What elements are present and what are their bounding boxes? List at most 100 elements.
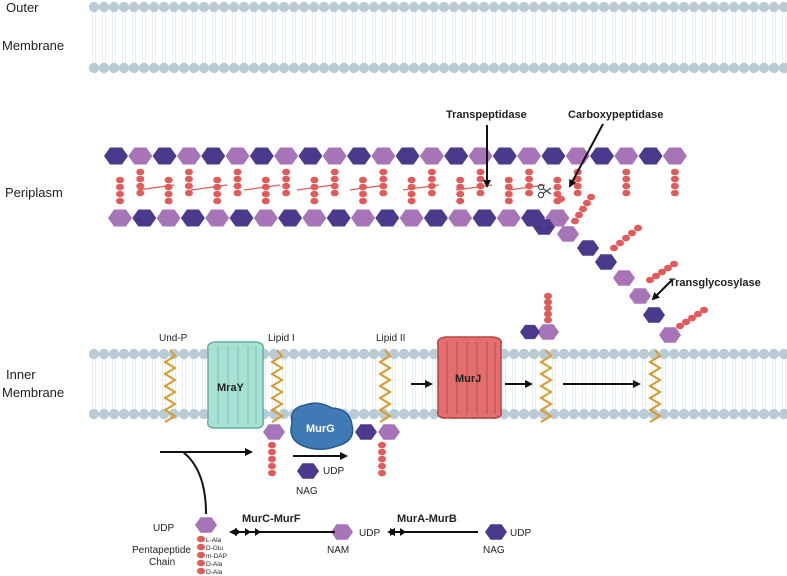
outer-membrane-lipid-head	[728, 62, 740, 74]
peptide-stem	[664, 264, 672, 272]
nam-sugar	[629, 288, 651, 304]
arrow-mura-murb-steps	[390, 528, 406, 536]
outer-membrane-lipid-head	[748, 62, 760, 74]
outer-membrane-lipid-head	[198, 62, 210, 74]
udp-label-murg: UDP	[323, 466, 344, 477]
outer-membrane-lipid-head	[348, 62, 360, 74]
outer-membrane-lipid-head	[258, 1, 270, 13]
residue-label-1: L-Ala	[206, 537, 222, 544]
outer-membrane-lipid-head	[318, 62, 330, 74]
nag-sugar	[326, 209, 351, 227]
inner-membrane-lipid-head	[138, 348, 150, 360]
outer-membrane-lipid-head	[188, 62, 200, 74]
peptide-stem	[116, 183, 124, 191]
branch-from-precursor	[182, 451, 207, 515]
outer-membrane-lipid-head	[468, 1, 480, 13]
outer-membrane-lipid-head	[238, 1, 250, 13]
inner-membrane-lipid-head	[628, 408, 640, 420]
nam-sugar	[351, 209, 375, 227]
inner-membrane-lipid-head	[98, 408, 110, 420]
outer-membrane-lipid-head	[608, 62, 620, 74]
outer-membrane-lipid-head	[678, 62, 690, 74]
peptide-stem	[233, 182, 242, 190]
inner-membrane-lipid-head	[108, 348, 120, 360]
outer-membrane-lipid-head	[298, 1, 310, 13]
nam-sugar	[468, 147, 493, 165]
outer-membrane-lipid-head	[768, 1, 780, 13]
outer-membrane-lipid-head	[588, 62, 600, 74]
inner-membrane-lipid-head	[388, 408, 400, 420]
murc-murf-label: MurC-MurF	[242, 513, 301, 525]
nam-sugar	[496, 209, 521, 227]
inner-membrane-lipid-head	[398, 408, 410, 420]
outer-membrane-lipid-head	[518, 1, 530, 13]
outer-membrane-lipid-head	[598, 62, 610, 74]
outer-membrane-lipid-head	[508, 1, 520, 13]
outer-membrane-lipid-head	[408, 1, 420, 13]
nag-sugar	[104, 147, 128, 165]
enzyme-pointer-arrows	[483, 123, 673, 301]
inner-membrane-lipid-head	[668, 408, 680, 420]
inner-membrane-lipid-head	[88, 348, 100, 360]
mura-murb-label: MurA-MurB	[397, 513, 457, 525]
outer-membrane-lipid-head	[168, 1, 180, 13]
inner-membrane-lipid-head	[698, 408, 710, 420]
inner-membrane-lipid-head	[188, 348, 200, 360]
inner-membrane-lipid-head	[528, 348, 540, 360]
lipid-ii-carrier	[378, 349, 392, 423]
nag-sugar	[229, 209, 254, 227]
outer-membrane-lipid-head	[558, 62, 570, 74]
nam-sugar	[331, 524, 353, 540]
peptide-stem	[184, 175, 193, 183]
nam-sugar	[557, 226, 579, 242]
outer-membrane-lipid-head	[458, 62, 470, 74]
inner-membrane-lipid-head	[618, 348, 630, 360]
outer-membrane-lipid-head	[88, 62, 100, 74]
outer-membrane-lipid-head	[448, 62, 460, 74]
inner-membrane-lipid-head	[608, 408, 620, 420]
outer-membrane-lipid-head	[138, 1, 150, 13]
inner-membrane-lipid-head	[328, 348, 340, 360]
inner-membrane-lipid-head	[758, 348, 770, 360]
inner-membrane-lipid-head	[638, 408, 650, 420]
outer-membrane-lipid-head	[718, 1, 730, 13]
peptide-stem	[261, 176, 270, 184]
outer-membrane-lipid-head	[668, 1, 680, 13]
outer-membrane-lipid-head	[428, 62, 440, 74]
peptide-stem	[427, 189, 436, 197]
nam-sugar	[156, 209, 181, 227]
inner-membrane-lipid-head	[678, 348, 690, 360]
outer-membrane-lipid-head	[388, 62, 400, 74]
inner-membrane-lipid-head	[138, 408, 150, 420]
nam-sugar	[378, 424, 400, 440]
peptide-stem	[476, 175, 485, 183]
peptide-stem	[476, 189, 485, 197]
inner-membrane-lipid-head	[728, 348, 740, 360]
outer-membrane-lipid-head	[168, 62, 180, 74]
outer-membrane-lipid-head	[88, 1, 100, 13]
outer-membrane-lipid-head	[98, 62, 110, 74]
murj-label: MurJ	[455, 373, 481, 385]
outer-membrane-lipid-head	[628, 62, 640, 74]
peptide-stem	[504, 183, 513, 191]
outer-membrane-lipid-head	[368, 1, 380, 13]
outer-membrane-lipid-head	[768, 62, 780, 74]
inner-membrane-lipid-head	[188, 408, 200, 420]
peptide-stem	[476, 182, 485, 190]
inner-membrane-lipid-head	[178, 408, 190, 420]
nam-label: NAM	[327, 545, 349, 556]
peptide-stem	[670, 175, 679, 183]
peptide-stem	[571, 217, 579, 225]
peptide-stem	[427, 168, 436, 176]
peptide-stem	[164, 176, 173, 184]
inner-membrane-lipid-head	[268, 408, 280, 420]
region-label-inner-2: Membrane	[2, 385, 64, 400]
outer-membrane-lipid-head	[688, 62, 700, 74]
inner-membrane-lipid-head	[358, 408, 370, 420]
outer-membrane-lipid-head	[338, 1, 350, 13]
crosslink	[190, 184, 228, 191]
peptide-stem	[213, 183, 222, 191]
peptide-stem	[116, 197, 124, 205]
peptide-stem	[233, 168, 242, 176]
peptide-stem	[456, 183, 465, 191]
